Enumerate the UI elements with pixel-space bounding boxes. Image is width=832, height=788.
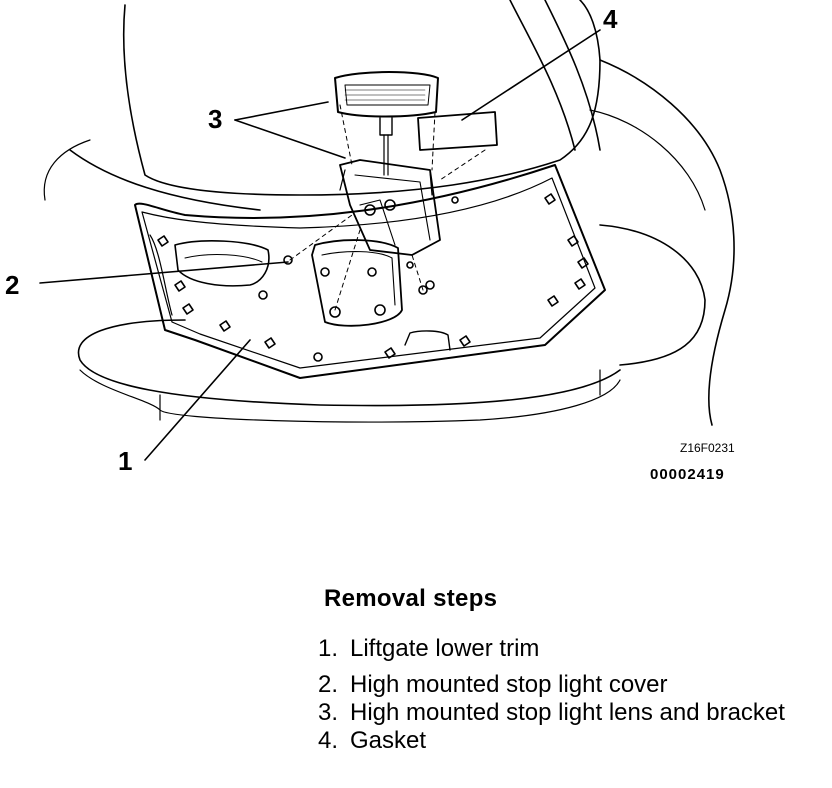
- step-text: Liftgate lower trim: [350, 635, 540, 662]
- stop-light-lens-bracket: [334, 71, 441, 290]
- assembly-guide-lines: [289, 104, 486, 311]
- liftgate-glass-outline: [43, 0, 601, 211]
- callout-4: 4: [603, 4, 618, 34]
- step-number: 1.: [318, 635, 339, 662]
- figure-number: 00002419: [650, 466, 725, 483]
- callout-leader-lines: [39, 29, 601, 461]
- body-side-panel: [589, 59, 735, 426]
- callout-1: 1: [118, 446, 132, 476]
- step-text: High mounted stop light cover: [350, 671, 668, 698]
- callout-3: 3: [208, 104, 222, 134]
- removal-step: 2. High mounted stop light cover: [318, 671, 818, 699]
- bumper-outline: [77, 319, 621, 423]
- step-number: 3.: [318, 699, 339, 726]
- step-number: 4.: [318, 727, 339, 754]
- removal-steps-title: Removal steps: [324, 585, 498, 612]
- removal-steps: Removal steps 1. Liftgate lower trim 2. …: [318, 585, 818, 755]
- removal-step: 4. Gasket: [318, 727, 818, 755]
- step-number: 2.: [318, 671, 339, 698]
- stop-light-cover: [311, 239, 403, 327]
- step-text: Gasket: [350, 727, 427, 754]
- exploded-view-diagram: 1 2 3 4 Z16F0231 00002419: [5, 0, 735, 483]
- figure-code: Z16F0231: [680, 441, 735, 455]
- removal-step: 3. High mounted stop light lens and brac…: [318, 699, 818, 727]
- liftgate-lower-trim: [134, 164, 606, 379]
- step-text: High mounted stop light lens and bracket: [350, 699, 785, 726]
- removal-step: 1. Liftgate lower trim: [318, 635, 818, 663]
- gasket: [417, 111, 498, 151]
- callout-2: 2: [5, 270, 19, 300]
